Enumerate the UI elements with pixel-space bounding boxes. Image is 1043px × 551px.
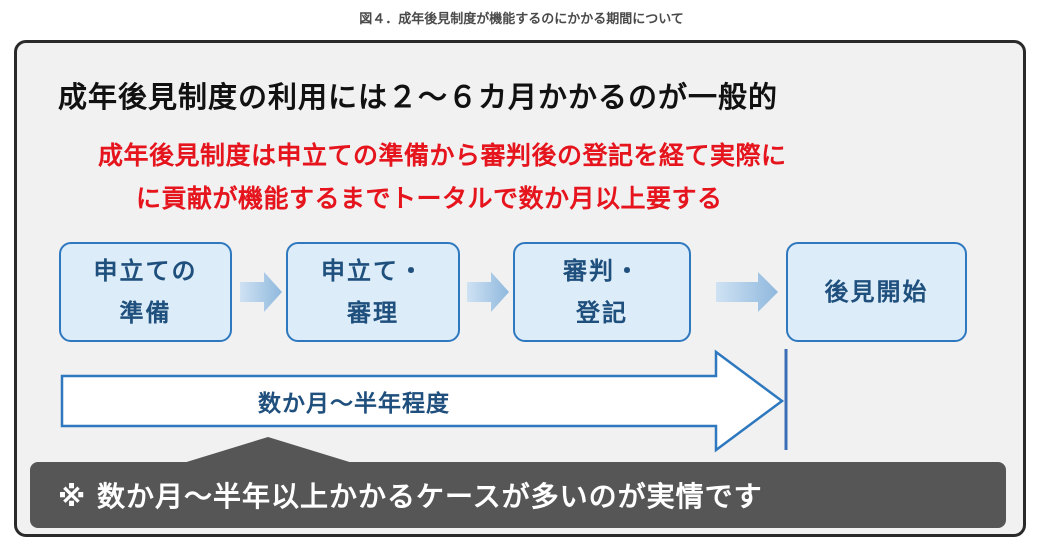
step-label: 申立ての (93, 257, 198, 285)
step-label: 審判・ (563, 257, 641, 285)
step-label: 登記 (576, 299, 628, 327)
step-arrow-1 (240, 272, 282, 312)
note-pointer (180, 437, 356, 464)
step-arrow-3 (716, 272, 778, 312)
step-label: 後見開始 (824, 278, 929, 306)
note-callout: ※ 数か月～半年以上かかるケースが多いのが実情です (30, 462, 1006, 528)
step-petition-review: 申立て・ 審理 (286, 242, 460, 342)
note-text: ※ 数か月～半年以上かかるケースが多いのが実情です (58, 480, 763, 513)
highlight-text-line-1: 成年後見制度は申立ての準備から審判後の登記を経て実際に (98, 141, 787, 170)
step-label: 審理 (347, 299, 399, 327)
highlight-text-line-2: に貢献が機能するまでトータルで数か月以上要する (136, 184, 723, 213)
step-label: 準備 (119, 299, 172, 327)
highlight-text: 成年後見制度は申立ての準備から審判後の登記を経て実際に に貢献が機能するまでトー… (98, 134, 988, 220)
duration-label: 数か月～半年程度 (258, 391, 450, 417)
step-arrow-2 (467, 272, 509, 312)
figure-caption: 図４．成年後見制度が機能するのにかかる期間について (359, 12, 684, 27)
duration-arrow (60, 349, 785, 453)
step-judgment-registration: 審判・ 登記 (513, 242, 691, 342)
step-guardianship-start: 後見開始 (786, 242, 967, 342)
step-label: 申立て・ (321, 257, 425, 285)
main-heading: 成年後見制度の利用には２～６カ月かかるのが一般的 (58, 80, 779, 114)
step-preparation: 申立ての 準備 (59, 242, 232, 342)
